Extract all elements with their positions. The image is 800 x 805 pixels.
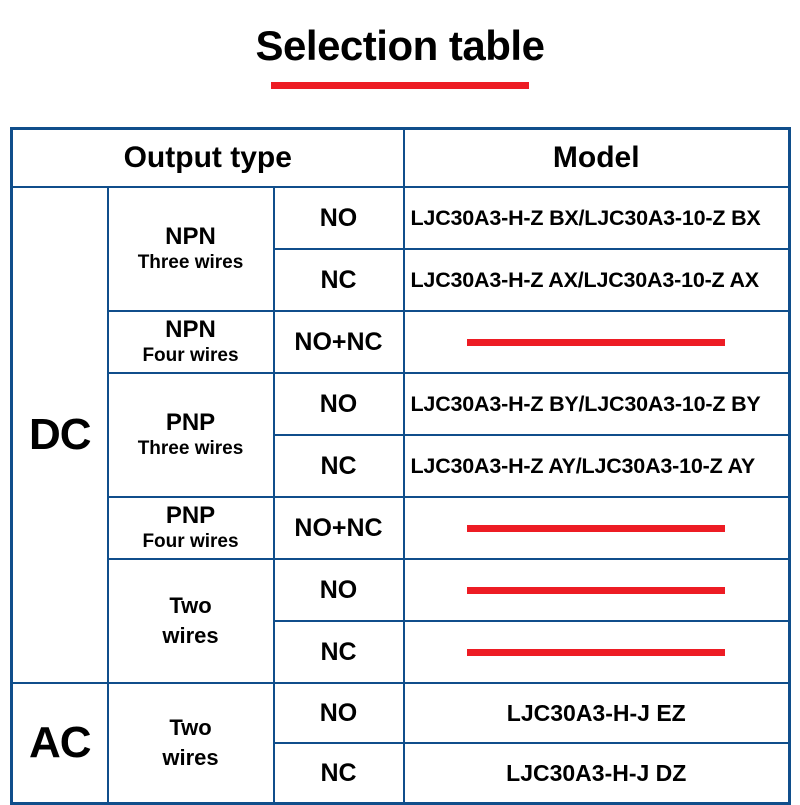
selection-table-wrap: Output type Model DC NPN Three wires NO … bbox=[10, 127, 791, 805]
wire-cell-two-dc: Two wires bbox=[106, 558, 275, 684]
model-cell: LJC30A3-H-J DZ bbox=[402, 742, 791, 805]
redaction-bar-wrap bbox=[405, 312, 789, 372]
redaction-bar bbox=[467, 338, 726, 346]
contact-label: NO bbox=[319, 204, 358, 232]
wire-main-label: PNP bbox=[165, 409, 216, 436]
wire-cell-pnp-four: PNP Four wires bbox=[106, 496, 275, 560]
model-cell: LJC30A3-H-Z BX/LJC30A3-10-Z BX bbox=[402, 186, 791, 250]
table-row: PNP Three wires NO LJC30A3-H-Z BY/LJC30A… bbox=[12, 372, 791, 498]
page-title: Selection table bbox=[255, 22, 545, 69]
model-label: LJC30A3-H-Z AY/LJC30A3-10-Z AY bbox=[410, 454, 756, 478]
redaction-bar bbox=[467, 586, 726, 594]
contact-label: NO bbox=[319, 699, 358, 727]
model-cell: LJC30A3-H-Z BY/LJC30A3-10-Z BY bbox=[402, 372, 791, 436]
contact-label: NC bbox=[320, 452, 357, 480]
wire-cell-npn-four: NPN Four wires bbox=[106, 310, 275, 374]
contact-cell: NO+NC bbox=[272, 310, 405, 374]
contact-label: NO+NC bbox=[294, 328, 383, 356]
model-cell-redacted bbox=[402, 620, 791, 684]
title-underline-bar bbox=[271, 82, 529, 89]
header-model: Model bbox=[402, 127, 791, 188]
contact-label: NC bbox=[320, 759, 357, 787]
page-title-block: Selection table bbox=[0, 0, 800, 89]
table-row: NC LJC30A3-H-J DZ bbox=[12, 742, 791, 805]
contact-label: NC bbox=[320, 266, 357, 294]
redaction-bar-wrap bbox=[405, 622, 789, 682]
redaction-bar bbox=[467, 524, 726, 532]
wire-main-label: PNP bbox=[165, 502, 216, 529]
table-row: PNP Four wires NO+NC bbox=[12, 496, 791, 560]
header-output-type: Output type bbox=[10, 127, 405, 188]
redaction-bar bbox=[467, 648, 726, 656]
supply-label-dc: DC bbox=[28, 410, 92, 459]
table-header-row: Output type Model bbox=[10, 127, 791, 188]
contact-cell: NO bbox=[272, 682, 405, 744]
model-cell: LJC30A3-H-Z AX/LJC30A3-10-Z AX bbox=[402, 248, 791, 312]
model-cell-redacted bbox=[402, 558, 791, 622]
wire-cell-pnp-three: PNP Three wires bbox=[106, 372, 275, 498]
model-label: LJC30A3-H-Z BY/LJC30A3-10-Z BY bbox=[410, 392, 761, 416]
wire-sub-label: Four wires bbox=[142, 345, 239, 366]
wire-sub-label: Three wires bbox=[137, 252, 244, 273]
contact-label: NO bbox=[319, 576, 358, 604]
contact-cell: NC bbox=[272, 620, 405, 684]
model-cell: LJC30A3-H-J EZ bbox=[402, 682, 791, 744]
supply-label-ac: AC bbox=[28, 718, 92, 767]
model-cell: LJC30A3-H-Z AY/LJC30A3-10-Z AY bbox=[402, 434, 791, 498]
contact-cell: NO bbox=[272, 558, 405, 622]
wire-line2-label: wires bbox=[162, 745, 219, 770]
selection-table: Output type Model DC NPN Three wires NO … bbox=[10, 127, 791, 805]
model-cell-redacted bbox=[402, 310, 791, 374]
wire-line1-label: Two bbox=[169, 715, 212, 740]
table-row: AC Two wires NO LJC30A3-H-J EZ bbox=[10, 682, 791, 805]
table-row: NC bbox=[12, 620, 791, 684]
redaction-bar-wrap bbox=[405, 498, 789, 558]
wire-cell-two-ac: Two wires bbox=[106, 682, 275, 805]
model-label: LJC30A3-H-Z AX/LJC30A3-10-Z AX bbox=[410, 268, 760, 292]
wire-main-label: NPN bbox=[165, 223, 216, 250]
wire-sub-label: Three wires bbox=[137, 438, 244, 459]
model-label: LJC30A3-H-J EZ bbox=[506, 700, 686, 726]
table-row: Two wires NO bbox=[12, 558, 791, 684]
model-cell-redacted bbox=[402, 496, 791, 560]
wire-cell-npn-three: NPN Three wires bbox=[106, 186, 275, 312]
model-label: LJC30A3-H-Z BX/LJC30A3-10-Z BX bbox=[410, 206, 761, 230]
contact-label: NC bbox=[320, 638, 357, 666]
contact-cell: NO+NC bbox=[272, 496, 405, 560]
table-row: NC LJC30A3-H-Z AX/LJC30A3-10-Z AX bbox=[12, 248, 791, 312]
supply-cell-dc: DC bbox=[10, 186, 109, 684]
wire-line2-label: wires bbox=[162, 623, 219, 648]
table-row: DC NPN Three wires NO LJC30A3-H-Z BX/LJC… bbox=[10, 186, 791, 684]
wire-sub-label: Four wires bbox=[142, 531, 239, 552]
model-label: LJC30A3-H-J DZ bbox=[506, 760, 687, 786]
wire-main-label: NPN bbox=[165, 316, 216, 343]
table-row: NC LJC30A3-H-Z AY/LJC30A3-10-Z AY bbox=[12, 434, 791, 498]
header-output-type-label: Output type bbox=[123, 141, 292, 174]
wire-line1-label: Two bbox=[169, 593, 212, 618]
contact-cell: NC bbox=[272, 248, 405, 312]
contact-cell: NO bbox=[272, 372, 405, 436]
contact-label: NO bbox=[319, 390, 358, 418]
contact-cell: NC bbox=[272, 742, 405, 805]
contact-label: NO+NC bbox=[294, 514, 383, 542]
contact-cell: NO bbox=[272, 186, 405, 250]
supply-cell-ac: AC bbox=[10, 682, 109, 805]
contact-cell: NC bbox=[272, 434, 405, 498]
table-row: NPN Four wires NO+NC bbox=[12, 310, 791, 374]
header-model-label: Model bbox=[552, 141, 640, 174]
redaction-bar-wrap bbox=[405, 560, 789, 620]
